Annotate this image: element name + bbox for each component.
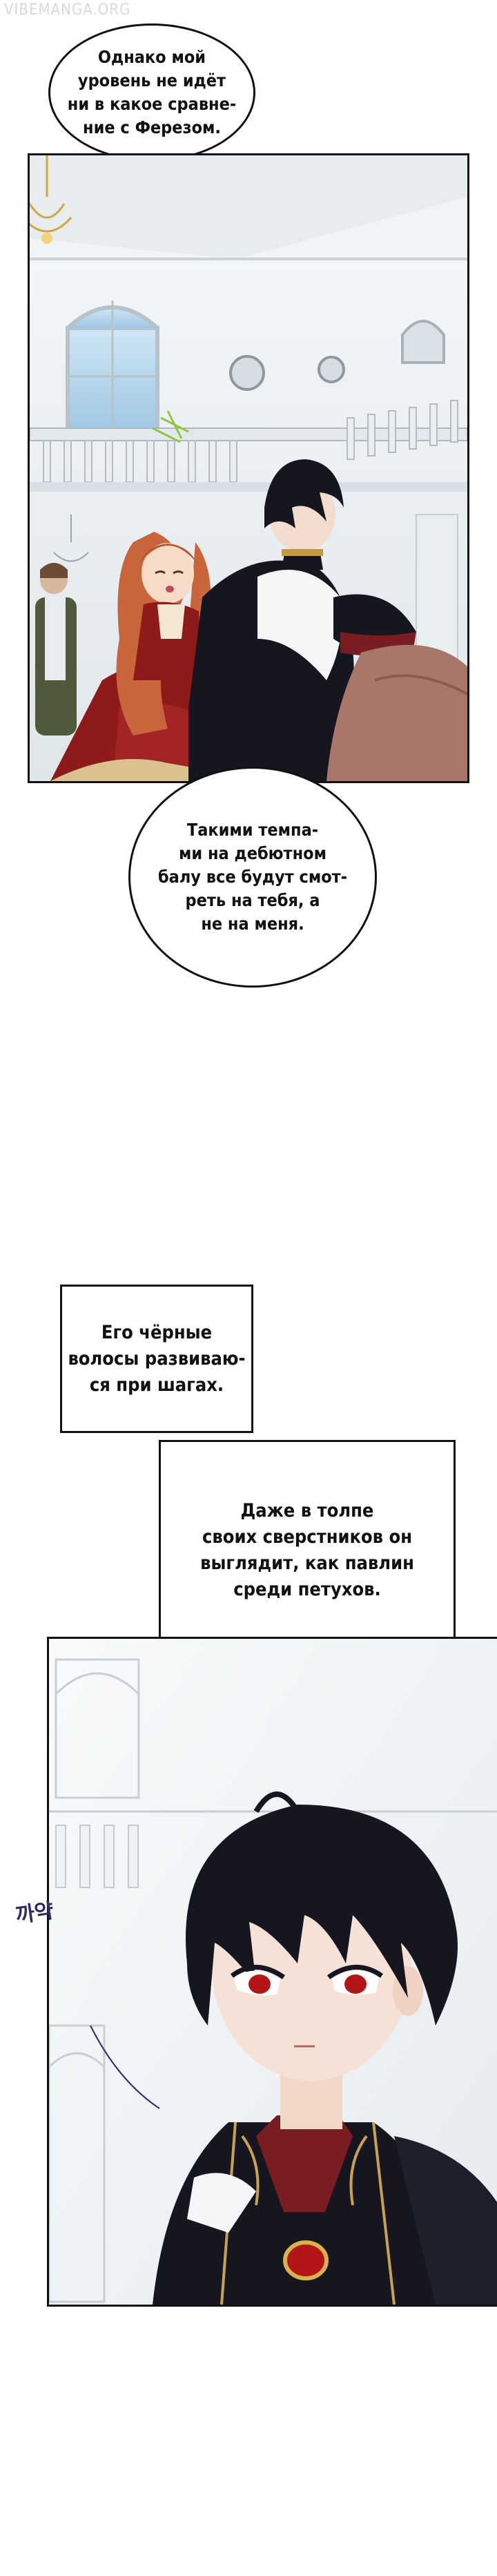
speech-bubble-top-text: Однако мой уровень не идёт ни в какое ср… [67, 47, 237, 137]
speech-bubble-top: Однако мой уровень не идёт ни в какое ср… [48, 23, 255, 162]
ballroom-illustration [30, 155, 467, 781]
narration-box-2-text: Даже в толпе своих сверстников он выгляд… [200, 1500, 414, 1600]
panel-boy-closeup [47, 1637, 497, 2307]
panel-ballroom [28, 153, 469, 783]
sound-effect-text: 까약 [14, 1899, 55, 1928]
watermark: VIBEMANGA.ORG [4, 1, 131, 19]
narration-box-1: Его чёрные волосы развиваю- ся при шагах… [60, 1285, 253, 1433]
speech-bubble-middle-text: Такими темпа- ми на дебютном балу все бу… [157, 820, 348, 934]
boy-closeup-illustration [49, 1639, 497, 2305]
narration-box-1-text: Его чёрные волосы развиваю- ся при шагах… [68, 1321, 246, 1396]
narration-box-2: Даже в толпе своих сверстников он выгляд… [159, 1440, 456, 1661]
speech-bubble-middle: Такими темпа- ми на дебютном балу все бу… [128, 767, 377, 988]
